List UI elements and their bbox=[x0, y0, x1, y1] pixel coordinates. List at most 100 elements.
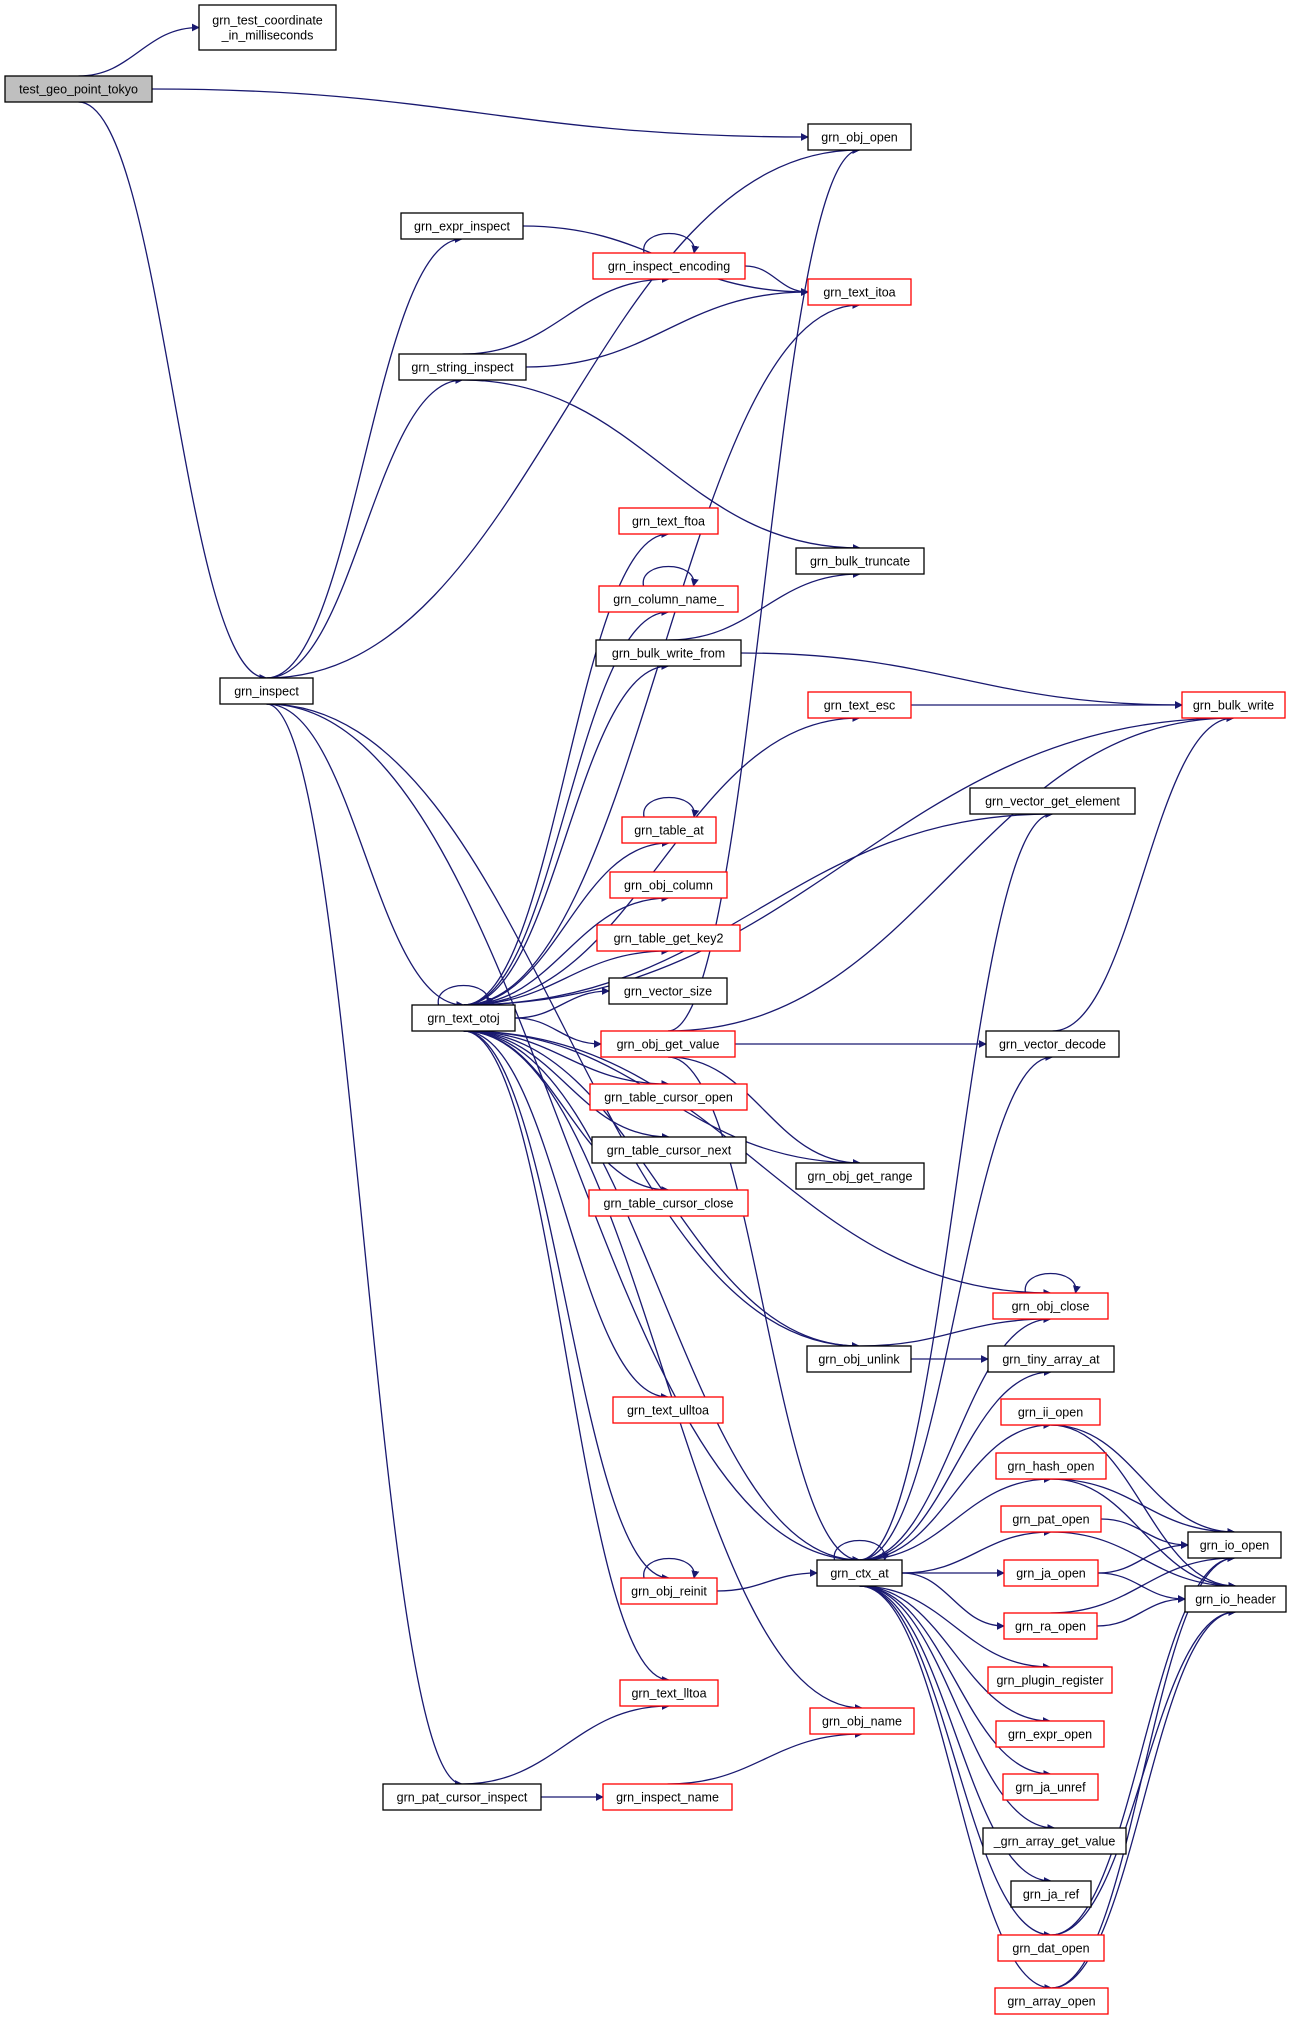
node-grn_table_get_key2[interactable]: grn_table_get_key2 bbox=[596, 924, 741, 952]
node-grn_obj_close[interactable]: grn_obj_close bbox=[992, 1292, 1109, 1320]
node-box-grn_vector_size[interactable] bbox=[608, 977, 728, 1005]
node-box-grn_obj_reinit[interactable] bbox=[620, 1577, 718, 1605]
node-box-grn_vector_get_element[interactable] bbox=[969, 787, 1136, 815]
node-grn_dat_open[interactable]: grn_dat_open bbox=[997, 1934, 1105, 1962]
node-box-grn_ja_open[interactable] bbox=[1003, 1559, 1099, 1587]
node-grn_expr_inspect[interactable]: grn_expr_inspect bbox=[400, 212, 524, 240]
node-box-grn_array_open[interactable] bbox=[994, 1987, 1109, 2015]
node-grn_inspect_encoding[interactable]: grn_inspect_encoding bbox=[592, 252, 746, 280]
node-box-grn_text_esc[interactable] bbox=[807, 691, 912, 719]
node-box-grn_obj_name[interactable] bbox=[809, 1707, 915, 1735]
node-grn_plugin_register[interactable]: grn_plugin_register bbox=[987, 1666, 1113, 1694]
node-grn_text_otoj[interactable]: grn_text_otoj bbox=[411, 1004, 516, 1032]
node-box-grn_obj_get_value[interactable] bbox=[600, 1030, 736, 1058]
node-box-grn_obj_unlink[interactable] bbox=[806, 1345, 912, 1373]
node-box-grn_text_ftoa[interactable] bbox=[618, 507, 719, 535]
node-grn_obj_unlink[interactable]: grn_obj_unlink bbox=[806, 1345, 912, 1373]
node-grn_column_name_[interactable]: grn_column_name_ bbox=[598, 585, 739, 613]
node-box-grn_text_otoj[interactable] bbox=[411, 1004, 516, 1032]
node-box-grn_text_itoa[interactable] bbox=[807, 278, 912, 306]
node-grn_vector_size[interactable]: grn_vector_size bbox=[608, 977, 728, 1005]
node-box-grn_text_lltoa[interactable] bbox=[619, 1679, 719, 1707]
node-box-grn_inspect_encoding[interactable] bbox=[592, 252, 746, 280]
node-grn_ii_open[interactable]: grn_ii_open bbox=[1000, 1398, 1101, 1426]
node-grn_table_cursor_next[interactable]: grn_table_cursor_next bbox=[591, 1136, 747, 1164]
node-box-grn_plugin_register[interactable] bbox=[987, 1666, 1113, 1694]
node-_grn_array_get_value[interactable]: _grn_array_get_value bbox=[982, 1827, 1127, 1855]
node-grn_obj_open[interactable]: grn_obj_open bbox=[807, 123, 912, 151]
node-grn_tiny_array_at[interactable]: grn_tiny_array_at bbox=[987, 1345, 1115, 1373]
node-test_geo_point_tokyo[interactable]: test_geo_point_tokyo bbox=[4, 75, 153, 103]
node-grn_ra_open[interactable]: grn_ra_open bbox=[1003, 1612, 1098, 1640]
node-box-grn_vector_decode[interactable] bbox=[985, 1030, 1120, 1058]
node-box-grn_io_header[interactable] bbox=[1184, 1585, 1287, 1613]
node-grn_array_open[interactable]: grn_array_open bbox=[994, 1987, 1109, 2015]
node-box-grn_text_ulltoa[interactable] bbox=[612, 1396, 724, 1424]
node-grn_text_esc[interactable]: grn_text_esc bbox=[807, 691, 912, 719]
node-box-grn_dat_open[interactable] bbox=[997, 1934, 1105, 1962]
node-grn_vector_decode[interactable]: grn_vector_decode bbox=[985, 1030, 1120, 1058]
node-grn_obj_reinit[interactable]: grn_obj_reinit bbox=[620, 1577, 718, 1605]
node-grn_vector_get_element[interactable]: grn_vector_get_element bbox=[969, 787, 1136, 815]
node-grn_hash_open[interactable]: grn_hash_open bbox=[995, 1452, 1107, 1480]
node-box-_grn_array_get_value[interactable] bbox=[982, 1827, 1127, 1855]
node-grn_string_inspect[interactable]: grn_string_inspect bbox=[398, 353, 527, 381]
node-grn_test_coordinate_in_milliseconds[interactable]: grn_test_coordinate_in_milliseconds bbox=[198, 4, 337, 51]
node-box-grn_ja_unref[interactable] bbox=[1002, 1773, 1099, 1801]
node-grn_obj_get_range[interactable]: grn_obj_get_range bbox=[795, 1162, 925, 1190]
node-grn_pat_cursor_inspect[interactable]: grn_pat_cursor_inspect bbox=[382, 1783, 542, 1811]
node-grn_bulk_truncate[interactable]: grn_bulk_truncate bbox=[795, 547, 925, 575]
node-grn_ctx_at[interactable]: grn_ctx_at bbox=[816, 1559, 903, 1587]
node-box-grn_expr_inspect[interactable] bbox=[400, 212, 524, 240]
node-grn_text_ulltoa[interactable]: grn_text_ulltoa bbox=[612, 1396, 724, 1424]
node-box-grn_obj_column[interactable] bbox=[609, 871, 728, 899]
node-box-grn_obj_close[interactable] bbox=[992, 1292, 1109, 1320]
node-box-grn_bulk_write_from[interactable] bbox=[595, 639, 742, 667]
node-box-grn_table_cursor_next[interactable] bbox=[591, 1136, 747, 1164]
node-box-grn_pat_cursor_inspect[interactable] bbox=[382, 1783, 542, 1811]
node-box-grn_string_inspect[interactable] bbox=[398, 353, 527, 381]
node-box-grn_bulk_truncate[interactable] bbox=[795, 547, 925, 575]
node-grn_table_cursor_close[interactable]: grn_table_cursor_close bbox=[588, 1189, 749, 1217]
node-grn_obj_name[interactable]: grn_obj_name bbox=[809, 1707, 915, 1735]
node-grn_table_at[interactable]: grn_table_at bbox=[621, 816, 717, 844]
node-grn_inspect_name[interactable]: grn_inspect_name bbox=[602, 1783, 733, 1811]
node-grn_text_itoa[interactable]: grn_text_itoa bbox=[807, 278, 912, 306]
node-grn_obj_get_value[interactable]: grn_obj_get_value bbox=[600, 1030, 736, 1058]
node-box-test_geo_point_tokyo[interactable] bbox=[4, 75, 153, 103]
node-box-grn_table_cursor_open[interactable] bbox=[589, 1083, 748, 1111]
node-grn_obj_column[interactable]: grn_obj_column bbox=[609, 871, 728, 899]
node-box-grn_expr_open[interactable] bbox=[995, 1720, 1105, 1748]
node-box-grn_pat_open[interactable] bbox=[1000, 1505, 1102, 1533]
node-box-grn_ii_open[interactable] bbox=[1000, 1398, 1101, 1426]
node-box-grn_bulk_write[interactable] bbox=[1181, 691, 1286, 719]
node-grn_io_header[interactable]: grn_io_header bbox=[1184, 1585, 1287, 1613]
node-grn_expr_open[interactable]: grn_expr_open bbox=[995, 1720, 1105, 1748]
node-grn_pat_open[interactable]: grn_pat_open bbox=[1000, 1505, 1102, 1533]
node-box-grn_table_get_key2[interactable] bbox=[596, 924, 741, 952]
node-grn_ja_ref[interactable]: grn_ja_ref bbox=[1010, 1880, 1092, 1908]
node-box-grn_inspect_name[interactable] bbox=[602, 1783, 733, 1811]
node-grn_text_ftoa[interactable]: grn_text_ftoa bbox=[618, 507, 719, 535]
node-grn_bulk_write[interactable]: grn_bulk_write bbox=[1181, 691, 1286, 719]
node-box-grn_ja_ref[interactable] bbox=[1010, 1880, 1092, 1908]
node-box-grn_table_at[interactable] bbox=[621, 816, 717, 844]
node-grn_ja_unref[interactable]: grn_ja_unref bbox=[1002, 1773, 1099, 1801]
node-box-grn_ra_open[interactable] bbox=[1003, 1612, 1098, 1640]
node-box-grn_inspect[interactable] bbox=[219, 677, 314, 705]
node-box-grn_ctx_at[interactable] bbox=[816, 1559, 903, 1587]
node-box-grn_tiny_array_at[interactable] bbox=[987, 1345, 1115, 1373]
node-grn_ja_open[interactable]: grn_ja_open bbox=[1003, 1559, 1099, 1587]
node-box-grn_table_cursor_close[interactable] bbox=[588, 1189, 749, 1217]
node-grn_inspect[interactable]: grn_inspect bbox=[219, 677, 314, 705]
node-box-grn_hash_open[interactable] bbox=[995, 1452, 1107, 1480]
node-grn_bulk_write_from[interactable]: grn_bulk_write_from bbox=[595, 639, 742, 667]
node-box-grn_io_open[interactable] bbox=[1187, 1531, 1282, 1559]
node-box-grn_obj_get_range[interactable] bbox=[795, 1162, 925, 1190]
node-grn_text_lltoa[interactable]: grn_text_lltoa bbox=[619, 1679, 719, 1707]
node-box-grn_column_name_[interactable] bbox=[598, 585, 739, 613]
node-box-grn_test_coordinate_in_milliseconds[interactable] bbox=[198, 4, 337, 51]
node-grn_io_open[interactable]: grn_io_open bbox=[1187, 1531, 1282, 1559]
node-grn_table_cursor_open[interactable]: grn_table_cursor_open bbox=[589, 1083, 748, 1111]
node-box-grn_obj_open[interactable] bbox=[807, 123, 912, 151]
